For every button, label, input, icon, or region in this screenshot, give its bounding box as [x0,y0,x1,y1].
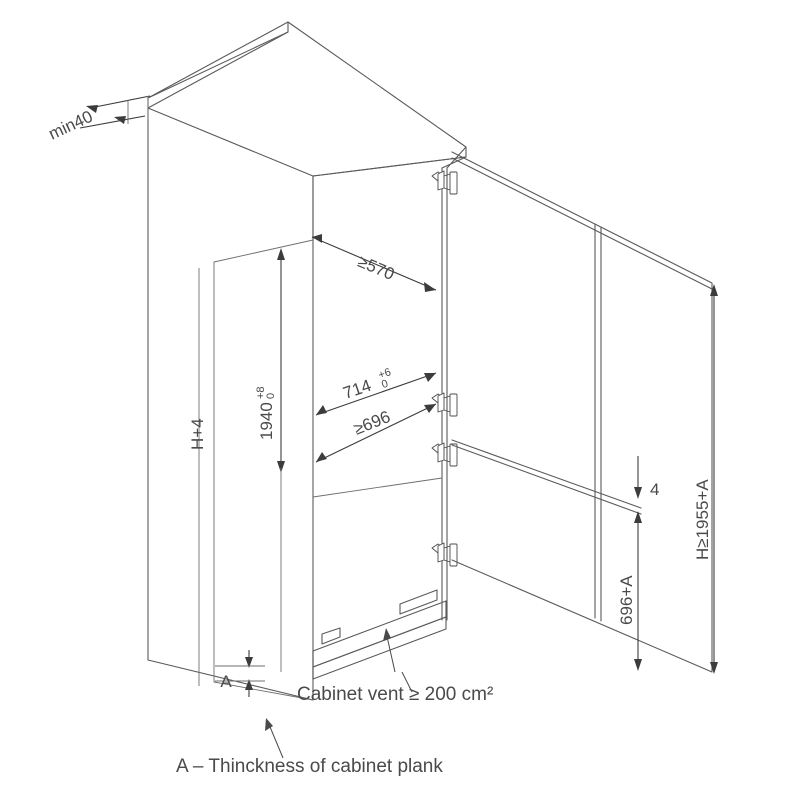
upper-door-leaf [451,151,713,673]
hinge-icon [431,542,458,567]
cabinet-left-side-panel [147,107,314,701]
dimension-min40: min40 [46,95,151,144]
vent-slot-left [321,627,341,645]
label-lower-door-height: 696+A [617,575,636,625]
dimension-lower-door-696a: 696+A [617,530,642,671]
dimension-doorwidth-696: ≥696 [315,403,437,463]
cabinet-top-edge-right [312,156,467,177]
hinge-group [431,170,458,567]
cabinet-carcass [147,21,467,701]
niche-back-panel-top [213,239,314,263]
door-split-line-upper [451,439,642,509]
label-1940: 1940 [257,402,276,440]
label-min40: min40 [46,107,96,144]
label-696: ≥696 [351,407,393,439]
vent-note-label: Cabinet vent ≥ 200 cm² [297,684,493,705]
hinge-icon [431,442,458,467]
label-overall-height: H≥1955+A [693,479,712,560]
hinge-icon [431,392,458,417]
dimension-plank-thickness: A [215,650,265,697]
plinth-lower-band [312,616,447,680]
label-714: 714 [341,376,374,403]
hinge-icon [431,170,458,195]
cabinet-interior-floor [312,477,443,498]
plinth-outline [312,600,447,668]
label-714-upper-tol: +6 [377,366,393,381]
label-door-gap-4: 4 [650,480,659,499]
door-split-line-lower [451,444,642,515]
plinth-vent-assembly [312,589,447,680]
label-714-lower-tol: 0 [380,378,390,391]
plank-leader-line [267,721,284,759]
label-plank-thickness-a: A [220,672,232,691]
dimension-depth-570: ≥570 [311,234,437,292]
vent-note-leader [401,671,413,693]
vent-slot-icon [399,589,438,615]
legend-note-label: A – Thinckness of cabinet plank [176,756,443,777]
dimension-overall-height: H≥1955+A [693,284,718,674]
label-depth-570-text: ≥570 [355,252,397,284]
label-1940-lower-tol: 0 [265,393,277,399]
cabinet-top-face [147,21,467,177]
annotation-leaders [265,628,413,759]
upper-door-leaf-edge [451,157,713,290]
label-1940-upper-tol: +8 [255,386,267,399]
open-door-panel [451,151,713,673]
dimension-door-gap-4: 4 [634,456,659,530]
dimension-panel-height: H+4 [188,268,207,686]
dimension-width-714: 714 +6 0 [315,366,437,416]
dimension-height-1940: 1940 +8 0 [255,248,285,672]
cabinet-top-to-stile [441,146,467,169]
cabinet-top-face-inner [147,21,289,109]
niche-back-panel [213,261,314,701]
label-h-plus-4: H+4 [188,418,207,450]
